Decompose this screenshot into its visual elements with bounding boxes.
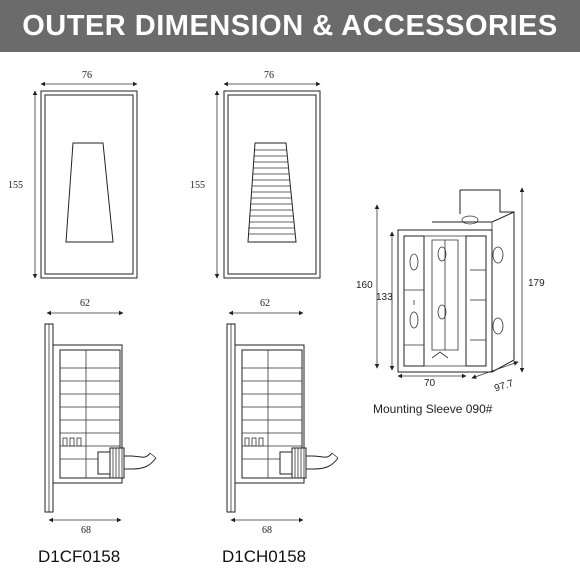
header-banner: OUTER DIMENSION & ACCESSORIES xyxy=(0,0,580,52)
model-label: D1CF0158 xyxy=(38,547,120,566)
front-height-dim: 155 xyxy=(8,180,23,191)
sleeve-width-dim: 70 xyxy=(424,378,436,389)
side-view-d1ch0158: 62 68 D1CH0158 xyxy=(222,298,339,566)
technical-drawing: 76 155 76 155 62 xyxy=(8,70,545,566)
front-width-dim: 76 xyxy=(264,70,274,81)
sleeve-depth-dim: 97.7 xyxy=(493,378,515,395)
side-view-d1cf0158: 62 68 D1CF0158 xyxy=(38,298,157,566)
front-width-dim: 76 xyxy=(82,70,92,81)
front-view-d1cf0158: 76 155 xyxy=(8,70,138,279)
side-top-dim: 62 xyxy=(80,298,90,309)
side-bottom-dim: 68 xyxy=(81,525,91,536)
model-label: D1CH0158 xyxy=(222,547,306,566)
sleeve-caption: Mounting Sleeve 090# xyxy=(373,402,493,416)
sleeve-outer-height-dim: 160 xyxy=(356,280,373,291)
page-title: OUTER DIMENSION & ACCESSORIES xyxy=(22,9,558,42)
side-top-dim: 62 xyxy=(260,298,270,309)
sleeve-overall-height-dim: 179 xyxy=(528,278,545,289)
sleeve-inner-height-dim: 133 xyxy=(376,292,393,303)
side-bottom-dim: 68 xyxy=(262,525,272,536)
front-height-dim: 155 xyxy=(190,180,205,191)
mounting-sleeve-drawing: 160 133 179 70 97.7 Mounting Sleeve 090# xyxy=(356,187,545,416)
front-view-d1ch0158: 76 155 xyxy=(190,70,321,279)
